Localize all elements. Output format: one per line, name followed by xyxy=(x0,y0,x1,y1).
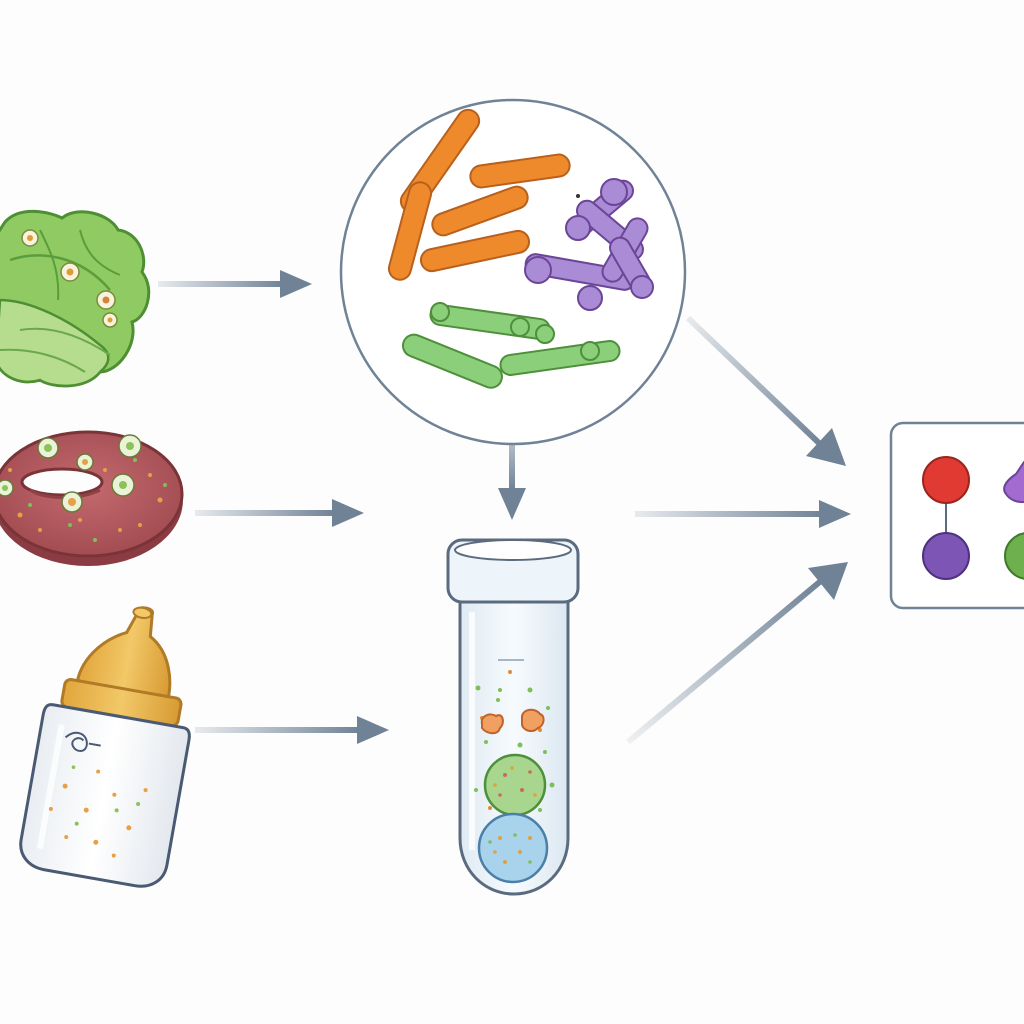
colony-blue xyxy=(477,812,549,884)
result-dot-red xyxy=(922,456,970,504)
lettuce-spot xyxy=(60,262,80,282)
bacteria-cluster-purple xyxy=(524,178,654,311)
arrow-lettuce-to-culture xyxy=(158,270,312,298)
bacteria-chain-green xyxy=(401,302,621,389)
result-dot-green xyxy=(1004,532,1024,580)
arrow-bottle-to-tube xyxy=(195,716,389,744)
meat-spot xyxy=(76,453,94,471)
colony-green xyxy=(483,753,547,817)
sausage-ring-icon xyxy=(0,430,184,566)
lettuce-icon xyxy=(0,209,151,388)
lettuce-spot xyxy=(102,312,118,328)
arrow-tube-to-result xyxy=(635,500,851,528)
colony-orange xyxy=(480,713,504,735)
arrow-culture-to-tube xyxy=(498,432,526,520)
microscope-view-icon xyxy=(339,98,687,446)
arrow-culture-to-result xyxy=(685,315,846,466)
lettuce-spot xyxy=(96,290,116,310)
result-blob-purple xyxy=(1003,461,1024,503)
bacteria-rod-orange xyxy=(387,108,571,281)
result-dot-purple xyxy=(922,532,970,580)
arrow-meat-to-tube xyxy=(195,499,364,527)
meat-spot xyxy=(61,491,83,513)
meat-spot xyxy=(0,479,14,497)
lettuce-spot xyxy=(21,229,39,247)
arrow-bottle-to-result xyxy=(626,562,848,745)
baby-bottle-icon xyxy=(19,606,191,888)
colony-result-icon xyxy=(889,421,1024,610)
meat-spot xyxy=(111,473,135,497)
test-tube-icon xyxy=(446,538,580,896)
meat-spot xyxy=(37,437,59,459)
colony-orange xyxy=(521,708,545,732)
meat-spot xyxy=(118,434,142,458)
